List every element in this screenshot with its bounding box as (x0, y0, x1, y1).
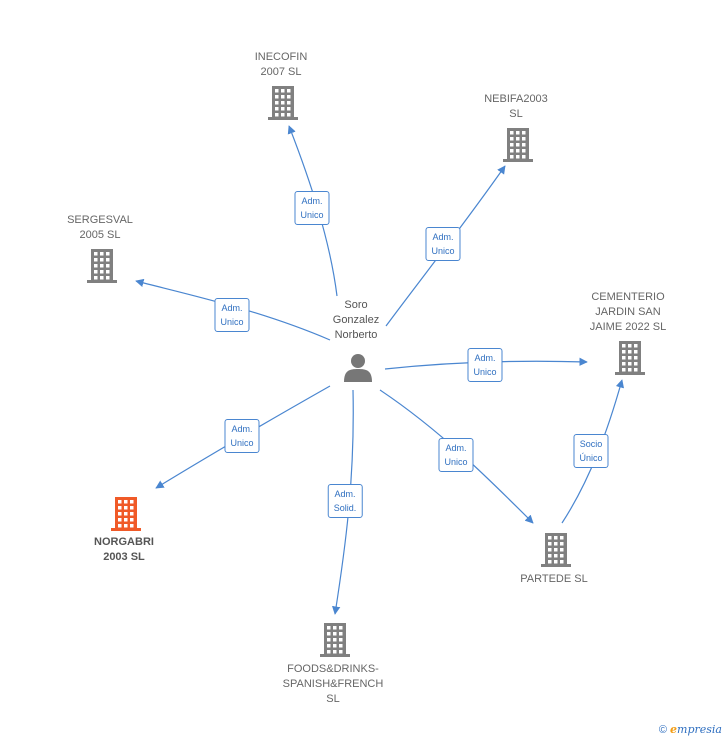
company-label-inecofin[interactable]: INECOFIN 2007 SL (254, 51, 308, 78)
relation-label-person-foods[interactable]: Adm. Solid. (327, 484, 363, 518)
relation-label-person-partede[interactable]: Adm. Unico (438, 438, 474, 472)
building-icon[interactable] (268, 86, 298, 120)
copyright-icon: © (658, 724, 667, 736)
relation-label-person-nebifa[interactable]: Adm. Unico (425, 227, 461, 261)
building-icon[interactable] (320, 623, 350, 657)
building-icon[interactable] (541, 533, 571, 567)
company-label-sergesval[interactable]: SERGESVAL 2005 SL (67, 214, 133, 241)
relation-label-person-sergesval[interactable]: Adm. Unico (214, 298, 250, 332)
brand-logo: empresia (670, 723, 722, 736)
building-icon[interactable] (615, 341, 645, 375)
building-icon[interactable] (87, 249, 117, 283)
relation-label-person-inecofin[interactable]: Adm. Unico (294, 191, 330, 225)
company-label-partede[interactable]: PARTEDE SL (520, 573, 588, 585)
footer-brand[interactable]: © empresia (659, 723, 722, 736)
building-icon[interactable] (111, 497, 141, 531)
relation-label-partede-cementerio[interactable]: Socio Único (573, 434, 609, 468)
person-icon[interactable] (344, 354, 372, 382)
node-icons (87, 86, 645, 657)
company-label-nebifa[interactable]: NEBIFA2003 SL (484, 93, 548, 120)
person-name[interactable]: Soro Gonzalez Norberto (332, 299, 380, 341)
building-icon[interactable] (503, 128, 533, 162)
company-label-cementerio[interactable]: CEMENTERIO JARDIN SAN JAIME 2022 SL (589, 291, 667, 333)
company-label-foods[interactable]: FOODS&DRINKS- SPANISH&FRENCH SL (282, 663, 384, 705)
relation-label-person-norgabri[interactable]: Adm. Unico (224, 419, 260, 453)
company-label-norgabri[interactable]: NORGABRI 2003 SL (94, 536, 154, 563)
relation-label-person-cementerio[interactable]: Adm. Unico (467, 348, 503, 382)
